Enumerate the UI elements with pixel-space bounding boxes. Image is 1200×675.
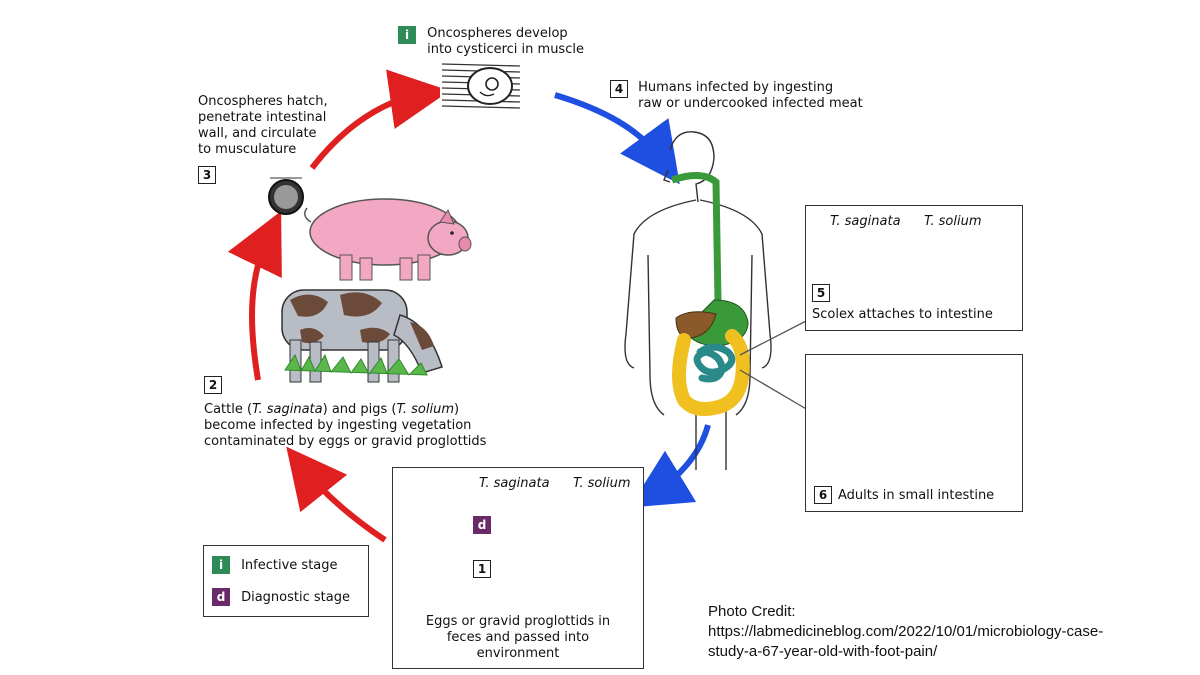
stage2-text-line2: become infected by ingesting vegetation [204, 418, 472, 433]
stage6-number: 6 [814, 486, 832, 504]
stage4-number: 4 [610, 80, 628, 98]
stage5-box: T. saginata T. solium 5 Scolex attaches … [805, 205, 1023, 331]
photo-credit-line1: Photo Credit: [708, 603, 796, 620]
photo-credit-line2: https://labmedicineblog.com/2022/10/01/m… [708, 623, 1104, 640]
arrow-human-to-stage1 [629, 424, 711, 508]
stage3-text-line3: wall, and circulate [198, 126, 317, 141]
legend-box: i Infective stage d Diagnostic stage [203, 545, 369, 617]
stage2-number: 2 [204, 376, 222, 394]
oncosphere-icon [268, 177, 304, 215]
top-text-line2: into cysticerci in muscle [427, 42, 584, 57]
stage3-number: 3 [198, 166, 216, 184]
stage5-text: Scolex attaches to intestine [812, 307, 993, 322]
arrow-stage2-to-stage3 [227, 211, 282, 381]
arrow-stage1-to-stage2 [286, 446, 387, 543]
stage1-text-line3: environment [476, 646, 560, 661]
legend-diagnostic-tag: d [212, 588, 230, 606]
stage2-text: Cattle (T. saginata) and pigs (T. solium… [204, 402, 544, 450]
stage5-species-a: T. saginata [830, 214, 901, 229]
stage1-text: Eggs or gravid proglottids in feces and … [393, 614, 643, 662]
stage5-species-b: T. solium [924, 214, 982, 229]
legend-infective-label: Infective stage [241, 558, 338, 573]
pig-icon [304, 198, 472, 281]
stage3-text: Oncospheres hatch, penetrate intestinal … [198, 94, 328, 158]
stage1-text-line2: feces and passed into [446, 630, 590, 645]
top-stage-label-group: i Oncospheres develop into cysticerci in… [398, 26, 584, 58]
muscle-cysticercus-icon [440, 62, 522, 110]
stage2-text-line1: Cattle (T. saginata) and pigs (T. solium… [204, 402, 460, 417]
stage1-box: T. saginata T. solium d 1 Eggs or gravid… [392, 467, 644, 669]
stage2-text-line3: contaminated by eggs or gravid proglotti… [204, 434, 487, 449]
stage4-text-line2: raw or undercooked infected meat [638, 96, 863, 111]
stage3-text-line2: penetrate intestinal [198, 110, 327, 125]
legend-infective-tag: i [212, 556, 230, 574]
stage6-box: 6 Adults in small intestine [805, 354, 1023, 512]
stage6-text: Adults in small intestine [838, 488, 995, 503]
stage1-number: 1 [473, 560, 491, 578]
photo-credit-line3: study-a-67-year-old-with-foot-pain/ [708, 643, 938, 660]
top-text-line1: Oncospheres develop [427, 26, 568, 41]
stage1-species-a: T. saginata [479, 476, 550, 491]
stage5-number: 5 [812, 284, 830, 302]
arrow-stage3-to-top [309, 69, 450, 170]
stage1-text-line1: Eggs or gravid proglottids in [425, 614, 611, 629]
legend-diagnostic: d Diagnostic stage [212, 586, 350, 606]
arrow-top-to-human [554, 92, 680, 185]
photo-credit: Photo Credit: https://labmedicineblog.co… [708, 602, 1103, 662]
infective-tag-top: i [398, 26, 416, 44]
stage4-group: 4 Humans infected by ingesting raw or un… [610, 80, 863, 112]
stage4-text-line1: Humans infected by ingesting [638, 80, 834, 95]
human-body-icon [624, 131, 772, 470]
legend-infective: i Infective stage [212, 554, 338, 574]
stage1-species-b: T. solium [573, 476, 631, 491]
diagnostic-tag-box1: d [473, 516, 491, 534]
legend-diagnostic-label: Diagnostic stage [241, 590, 350, 605]
cow-icon [281, 289, 443, 383]
digestive-tract-icon [670, 172, 750, 416]
stage3-text-line1: Oncospheres hatch, [198, 94, 328, 109]
stage3-text-line4: to musculature [198, 142, 297, 157]
